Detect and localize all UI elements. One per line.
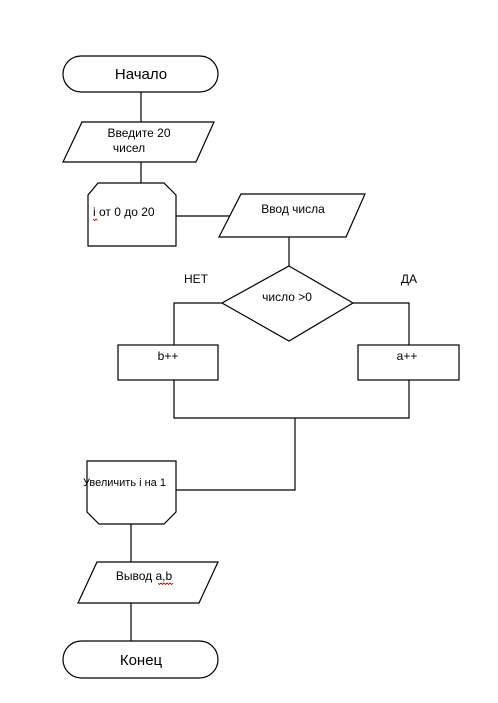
connector-decision-no-branch xyxy=(173,302,222,345)
input-numbers-shape xyxy=(62,121,215,163)
spellcheck-mark xyxy=(157,582,174,586)
connector-merge-to-increment xyxy=(176,418,296,491)
spellcheck-mark xyxy=(92,218,98,222)
start-terminator: Начало xyxy=(62,55,219,93)
start-label: Начало xyxy=(115,66,167,83)
decision-label: число >0 xyxy=(262,290,312,304)
increment-a-label: a++ xyxy=(397,349,418,363)
loop-end-shape xyxy=(86,460,177,525)
loop-start-label: i от 0 до 20 xyxy=(93,205,155,219)
connector-decision-yes-branch xyxy=(353,302,410,345)
decision-block: число >0 xyxy=(220,265,355,342)
input-number-block: Ввод числа xyxy=(218,193,366,238)
branch-yes-label: ДА xyxy=(401,272,417,286)
output-block: Вывод a,b xyxy=(77,561,219,604)
increment-a-block: a++ xyxy=(357,344,460,381)
loop-start-block: i от 0 до 20 xyxy=(87,182,177,247)
output-shape xyxy=(77,561,219,604)
increment-b-label: b++ xyxy=(158,349,179,363)
input-number-shape xyxy=(218,193,366,238)
input-numbers-block: Введите 20 чисел xyxy=(62,121,215,163)
connector-a-to-merge xyxy=(295,380,410,419)
start-shape xyxy=(62,55,219,93)
input-numbers-label-line1: Введите 20 xyxy=(107,126,170,140)
input-numbers-label-line2: чисел xyxy=(113,141,145,155)
output-label: Вывод a,b xyxy=(116,569,173,583)
end-terminator: Конец xyxy=(62,640,219,679)
connector-lines xyxy=(130,91,410,641)
loop-end-label: Увеличить i на 1 xyxy=(83,477,166,489)
input-number-label: Ввод числа xyxy=(261,202,325,216)
loop-start-shape xyxy=(87,182,177,247)
loop-end-block: Увеличить i на 1 xyxy=(83,460,177,525)
increment-a-shape xyxy=(357,344,460,381)
end-shape xyxy=(62,640,219,679)
increment-b-block: b++ xyxy=(117,344,219,381)
branch-no-label: НЕТ xyxy=(184,272,209,286)
decision-shape xyxy=(220,265,355,342)
end-label: Конец xyxy=(120,652,163,669)
increment-b-shape xyxy=(117,344,219,381)
connector-b-to-merge xyxy=(173,380,295,419)
